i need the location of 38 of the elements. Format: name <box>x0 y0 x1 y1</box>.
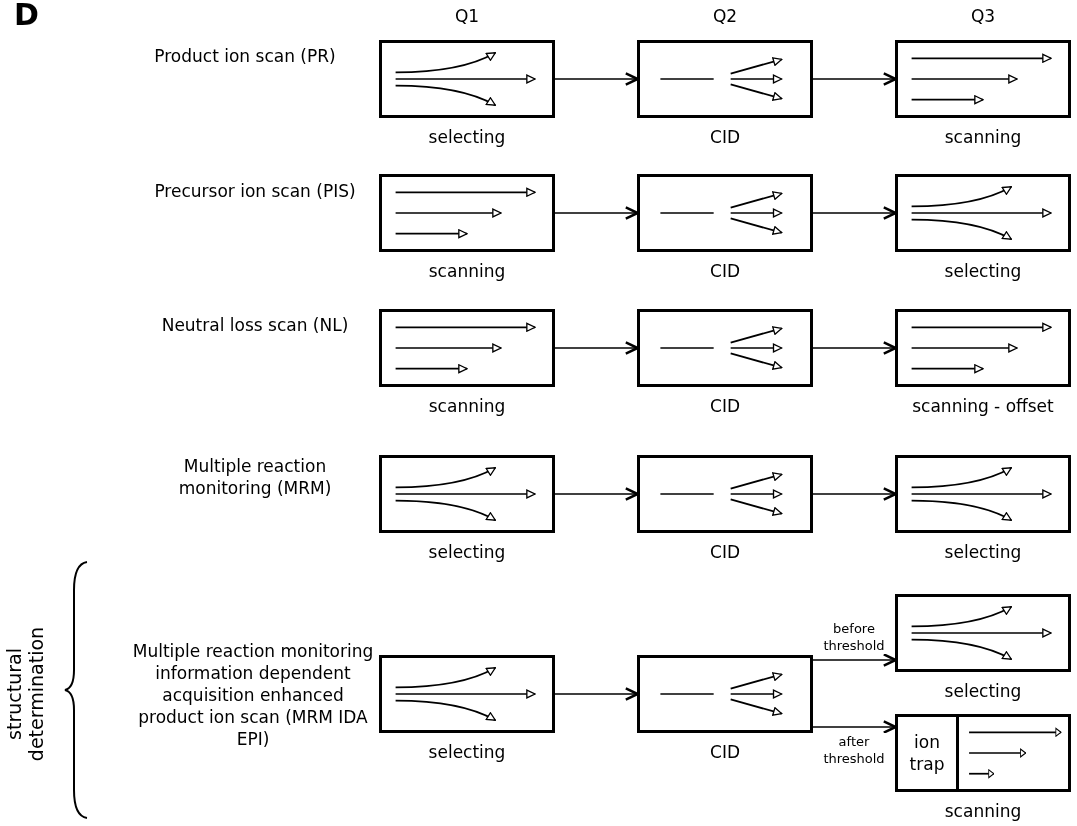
mode-caption: selecting <box>944 542 1022 562</box>
row-label: Precursor ion scan (PIS) <box>153 180 357 202</box>
arrow <box>812 206 897 220</box>
brace-label: structural determination <box>3 625 47 764</box>
mode-caption: scanning - offset <box>912 396 1054 416</box>
mode-caption: selecting <box>428 742 506 762</box>
mode-caption: scanning <box>944 127 1022 147</box>
arrow <box>554 206 639 220</box>
column-header: Q1 <box>453 5 481 27</box>
mode-caption: selecting <box>428 542 506 562</box>
row-label: Product ion scan (PR) <box>153 45 337 67</box>
row-label: Multiple reaction monitoring information dependent acquisition enhanced product ion scan (MRM IDA EPI) <box>131 640 375 750</box>
mode-caption: scanning <box>944 801 1022 821</box>
column-header: Q3 <box>969 5 997 27</box>
panel-letter: D <box>14 4 40 26</box>
row-label: Multiple reaction monitoring (MRM) <box>177 455 333 499</box>
arrow <box>812 72 897 86</box>
mode-caption: CID <box>710 542 740 562</box>
mode-caption: selecting <box>944 261 1022 281</box>
mode-caption: CID <box>710 127 740 147</box>
arrow <box>812 720 897 734</box>
mode-caption: scanning <box>428 261 506 281</box>
mode-caption: CID <box>710 261 740 281</box>
row-label: Neutral loss scan (NL) <box>160 314 350 336</box>
mode-caption: CID <box>710 742 740 762</box>
arrow <box>812 341 897 355</box>
arrow <box>554 72 639 86</box>
mode-caption: selecting <box>944 681 1022 701</box>
mode-caption: CID <box>710 396 740 416</box>
mode-caption: scanning <box>428 396 506 416</box>
column-header: Q2 <box>711 5 739 27</box>
box-text: ion trap <box>908 731 946 775</box>
arrow <box>554 341 639 355</box>
arrow <box>554 487 639 501</box>
arrow <box>812 653 897 667</box>
mode-caption: selecting <box>428 127 506 147</box>
arrow <box>554 687 639 701</box>
arrow <box>812 487 897 501</box>
